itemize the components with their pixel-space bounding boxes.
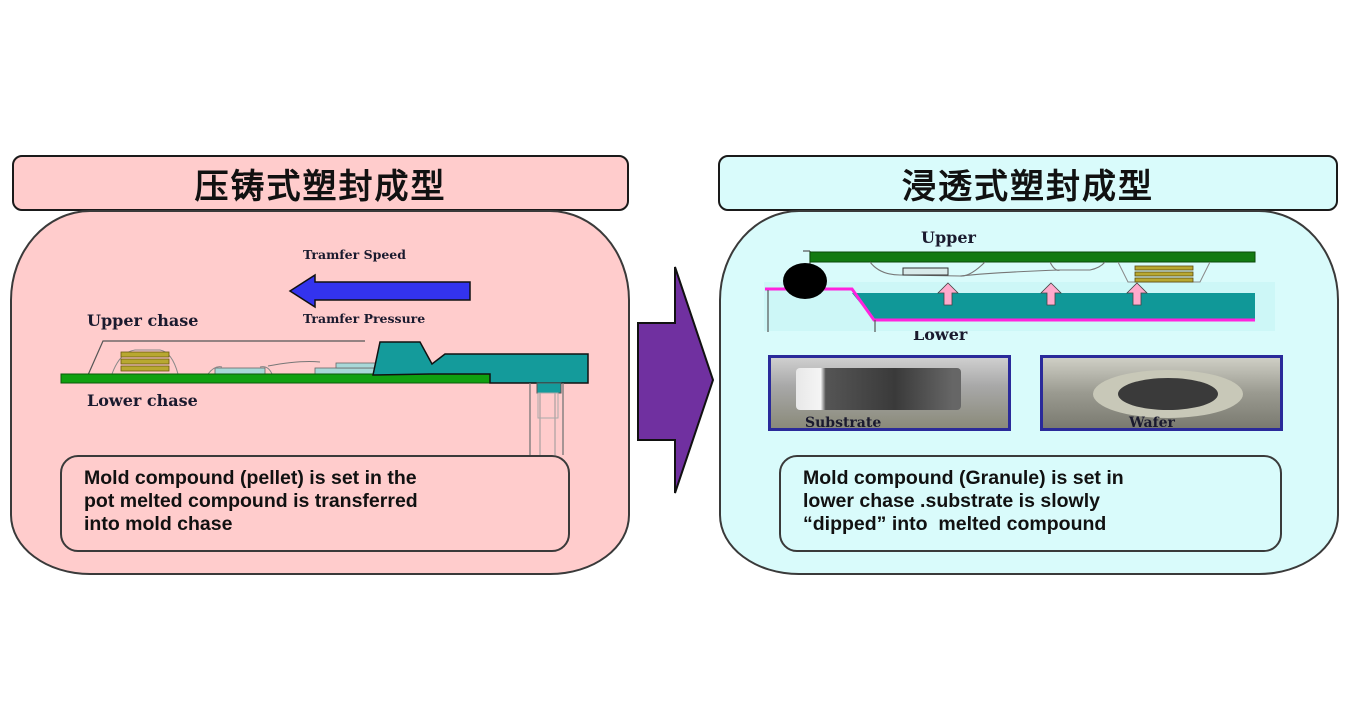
right-description-line: Mold compound (Granule) is set in bbox=[803, 467, 1124, 489]
wafer-disc bbox=[1118, 378, 1218, 410]
up-arrow-icon bbox=[1040, 282, 1062, 306]
wafer-photo: Wafer bbox=[1040, 355, 1283, 431]
melted-compound bbox=[852, 293, 1255, 320]
left-description-box: Mold compound (pellet) is set in the pot… bbox=[60, 455, 570, 552]
die-stack bbox=[111, 349, 179, 375]
left-description-line: Mold compound (pellet) is set in the bbox=[84, 467, 417, 489]
seal-ball bbox=[783, 263, 827, 299]
lower-chase-label: Lower chase bbox=[87, 391, 198, 410]
wafer-photo-label: Wafer bbox=[1129, 415, 1175, 431]
substrate-tray bbox=[796, 368, 961, 410]
mold-pot bbox=[372, 341, 589, 384]
up-arrow-icon bbox=[937, 282, 959, 306]
upper-chase-outline bbox=[87, 340, 365, 376]
right-description-box: Mold compound (Granule) is set in lower … bbox=[779, 455, 1282, 552]
substrate-photo: Substrate bbox=[768, 355, 1011, 431]
transfer-pressure-label: Tramfer Pressure bbox=[303, 311, 426, 326]
transition-arrow bbox=[637, 266, 715, 494]
substrate-photo-label: Substrate bbox=[805, 415, 882, 431]
left-description-line: into mold chase bbox=[84, 513, 233, 535]
up-arrow-icon bbox=[1126, 282, 1148, 306]
right-arrow-icon bbox=[637, 266, 715, 494]
right-description-line: “dipped” into melted compound bbox=[803, 513, 1107, 535]
transfer-speed-label: Tramfer Speed bbox=[303, 247, 406, 262]
upper-chase-label: Upper chase bbox=[87, 311, 199, 330]
right-description-line: lower chase .substrate is slowly bbox=[803, 490, 1100, 512]
transfer-direction-arrow-icon bbox=[288, 273, 471, 309]
left-panel-title: 压铸式塑封成型 bbox=[12, 155, 629, 211]
left-description-line: pot melted compound is transferred bbox=[84, 490, 418, 512]
upper-substrate bbox=[809, 251, 1256, 263]
upper-label: Upper bbox=[921, 228, 976, 247]
